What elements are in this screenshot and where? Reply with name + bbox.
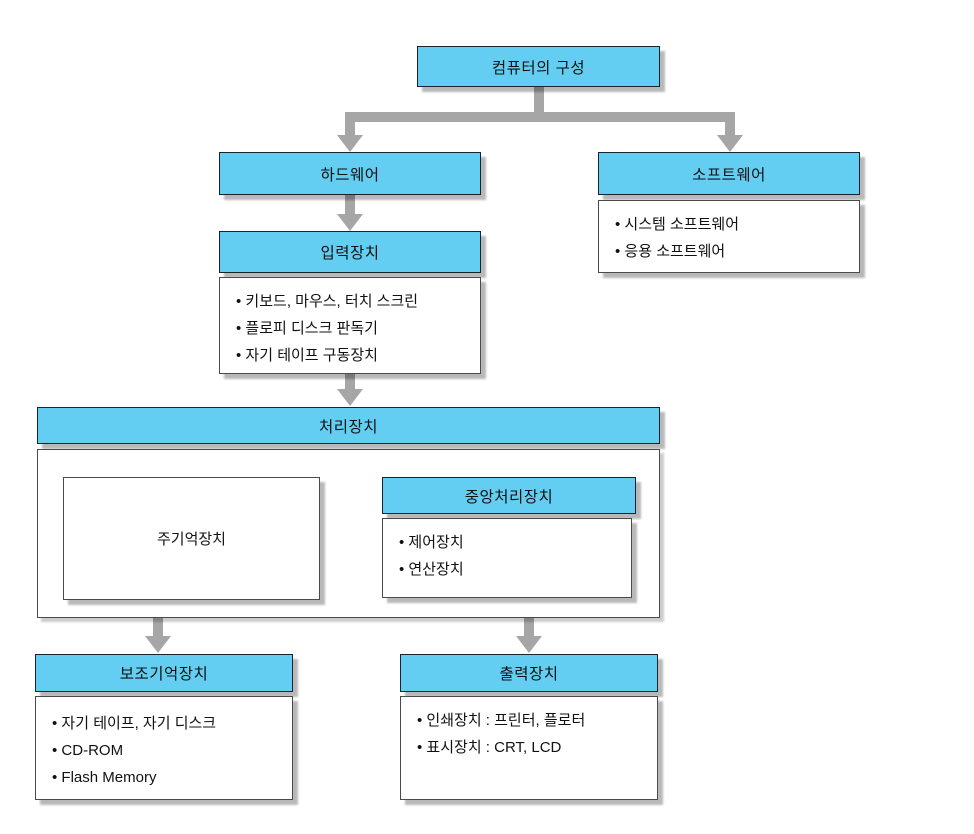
arrow-down-icon (337, 135, 363, 152)
connector-bar (345, 112, 735, 122)
input-device-item-list: 키보드, 마우스, 터치 스크린플로피 디스크 판독기자기 테이프 구동장치 (219, 277, 481, 374)
connector-stem (153, 616, 163, 637)
list-item: 인쇄장치 : 프린터, 플로터 (417, 707, 649, 734)
node-label: 중앙처리장치 (464, 488, 554, 506)
arrow-down-icon (145, 636, 171, 653)
node-label: 처리장치 (318, 418, 379, 436)
node-input-device: 입력장치 (219, 231, 481, 273)
node-auxiliary-memory: 보조기억장치 (35, 654, 293, 692)
node-hardware: 하드웨어 (219, 152, 481, 195)
node-cpu: 중앙처리장치 (382, 477, 636, 514)
list-item: 응용 소프트웨어 (615, 238, 851, 265)
list-item: Flash Memory (52, 764, 284, 791)
list-item: 연산장치 (399, 556, 623, 583)
list-item: 시스템 소프트웨어 (615, 211, 851, 238)
node-label: 주기억장치 (156, 531, 226, 548)
connector-stem (534, 85, 544, 115)
node-computer-composition: 컴퓨터의 구성 (417, 46, 660, 87)
node-processing-device: 처리장치 (37, 407, 660, 444)
arrow-down-icon (717, 135, 743, 152)
arrow-down-icon (337, 214, 363, 231)
node-label: 컴퓨터의 구성 (491, 59, 586, 77)
output-device-item-list: 인쇄장치 : 프린터, 플로터표시장치 : CRT, LCD (400, 696, 658, 800)
node-output-device: 출력장치 (400, 654, 658, 692)
auxiliary-memory-item-list: 자기 테이프, 자기 디스크CD-ROMFlash Memory (35, 696, 293, 800)
list-item: 자기 테이프, 자기 디스크 (52, 710, 284, 737)
connector-stem (725, 112, 735, 136)
node-label: 하드웨어 (320, 166, 380, 184)
list-item: 키보드, 마우스, 터치 스크린 (236, 288, 472, 315)
list-item: 자기 테이프 구동장치 (236, 342, 472, 369)
node-label: 소프트웨어 (692, 166, 766, 184)
connector-stem (345, 112, 355, 136)
connector-stem (345, 373, 355, 391)
arrow-down-icon (337, 389, 363, 406)
list-item: 제어장치 (399, 529, 623, 556)
node-label: 출력장치 (499, 666, 559, 683)
cpu-item-list: 제어장치연산장치 (382, 518, 632, 598)
list-item: CD-ROM (52, 737, 284, 764)
node-software: 소프트웨어 (598, 152, 860, 195)
list-item: 플로피 디스크 판독기 (236, 315, 472, 342)
software-item-list: 시스템 소프트웨어응용 소프트웨어 (598, 200, 860, 273)
node-main-memory: 주기억장치 (63, 477, 320, 600)
node-label: 입력장치 (320, 245, 380, 262)
arrow-down-icon (516, 636, 542, 653)
node-label: 보조기억장치 (119, 666, 209, 683)
connector-stem (524, 616, 534, 637)
connector-stem (345, 195, 355, 216)
list-item: 표시장치 : CRT, LCD (417, 734, 649, 761)
